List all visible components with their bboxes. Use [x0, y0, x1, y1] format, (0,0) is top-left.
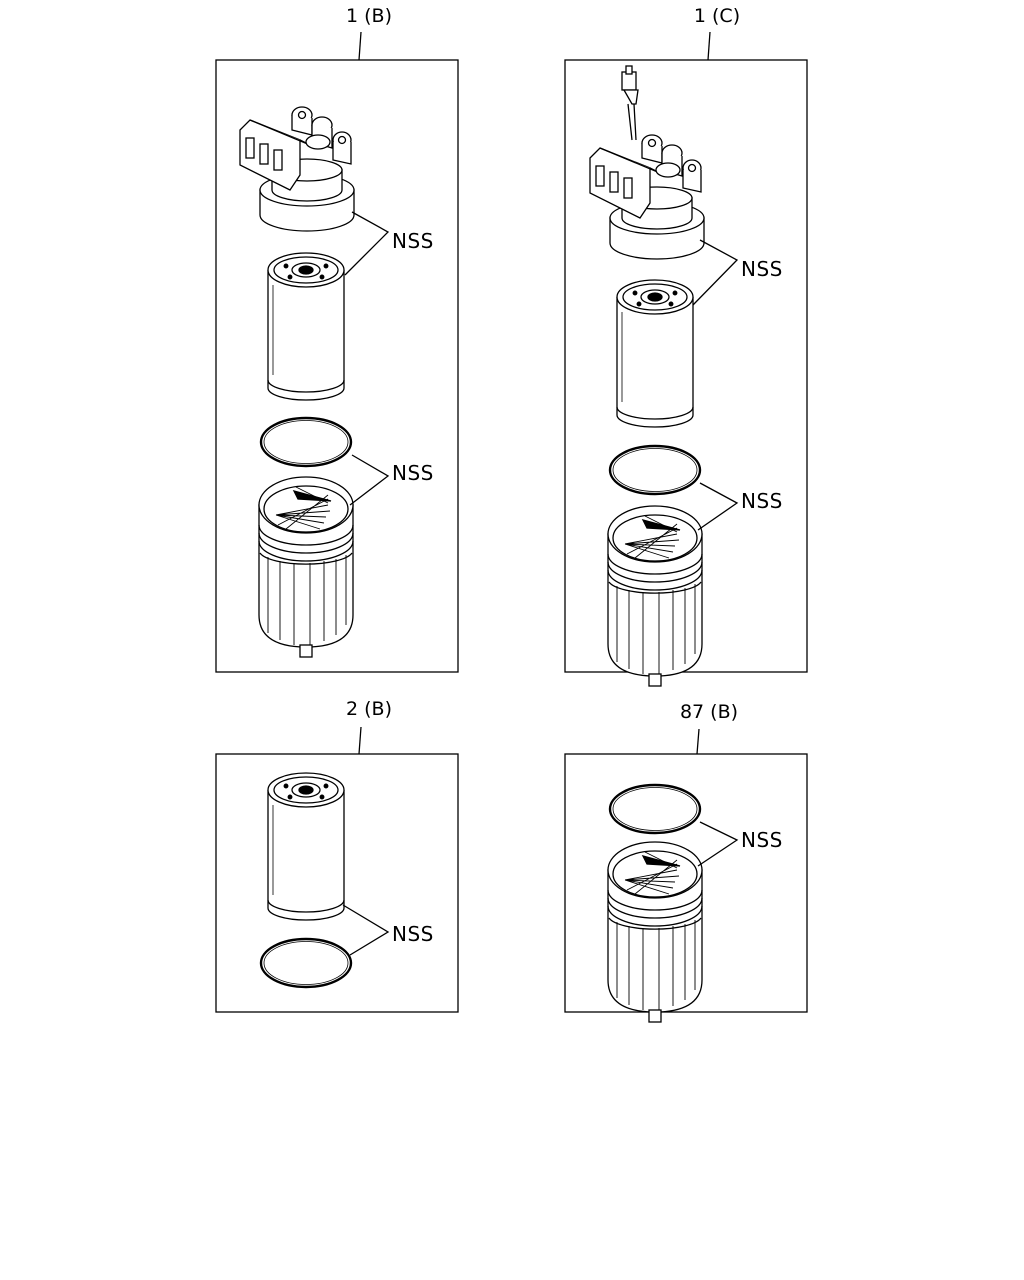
filter-bowl-1b: [258, 476, 354, 658]
callout-nss-1b-element: NSS: [392, 229, 434, 253]
callout-nss-87b: NSS: [741, 828, 783, 852]
o-ring-87b: [608, 783, 702, 835]
panel-label-2b: 2 (B): [346, 698, 392, 720]
panel-label-1b: 1 (B): [346, 5, 392, 27]
o-ring-2b: [259, 937, 353, 989]
filter-element-1b: [267, 252, 345, 401]
filter-element-1c: [616, 279, 694, 428]
callout-nss-1b-bowl: NSS: [392, 461, 434, 485]
panel-frame-2b: [215, 753, 459, 1013]
filter-head-1b: [239, 106, 355, 232]
o-ring-1b: [259, 416, 353, 468]
panel-1b-parts: [239, 106, 390, 658]
callout-nss-2b: NSS: [392, 922, 434, 946]
panel-1c-parts: [589, 65, 739, 687]
panel-87b-parts: [607, 783, 739, 1023]
panel-frame-1b: [215, 59, 459, 673]
filter-element-2b: [267, 772, 345, 921]
o-ring-1c: [608, 444, 702, 496]
panel-label-1c: 1 (C): [693, 5, 741, 27]
panel-frame-1c: [564, 59, 808, 673]
sensor-connector: [621, 65, 639, 141]
filter-head-1c: [589, 134, 705, 260]
panel-label-87b: 87 (B): [679, 701, 739, 723]
filter-bowl-87b: [607, 841, 703, 1023]
panel-2b-parts: [259, 772, 390, 989]
filter-bowl-1c: [607, 505, 703, 687]
callout-nss-1c-element: NSS: [741, 257, 783, 281]
panel-frame-87b: [564, 753, 808, 1013]
callout-nss-1c-bowl: NSS: [741, 489, 783, 513]
